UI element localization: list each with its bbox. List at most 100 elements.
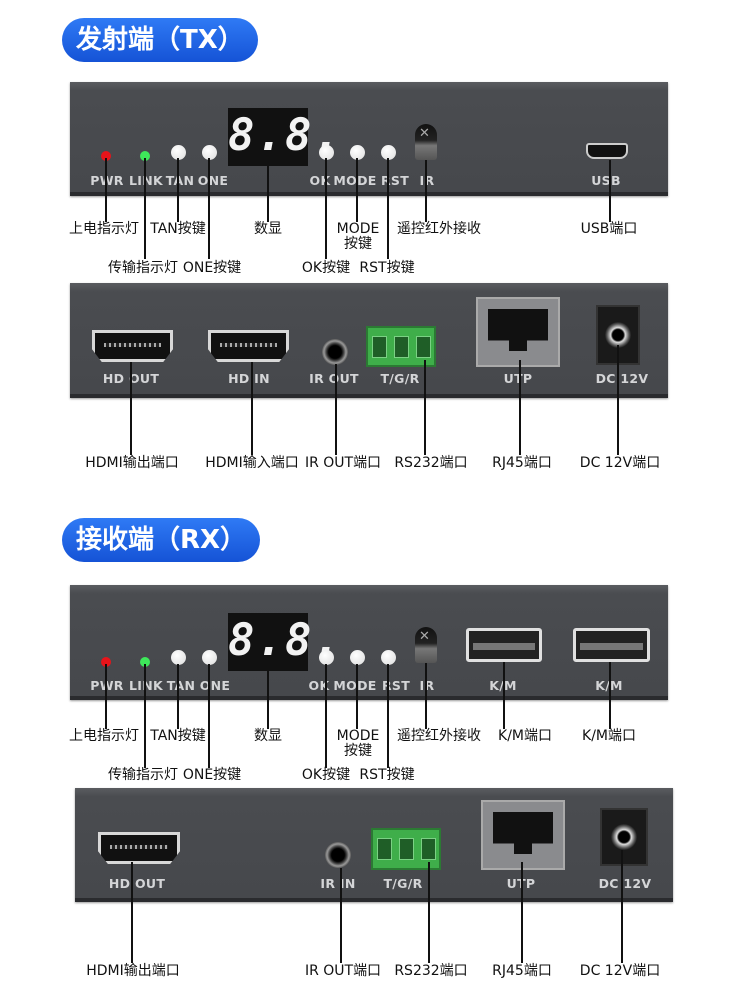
panel-label: USB — [591, 173, 621, 188]
leader-line — [177, 664, 179, 729]
leader-line — [105, 158, 107, 222]
leader-line — [503, 662, 505, 729]
ir-out-jack-icon — [322, 339, 348, 365]
tx-title: 发射端（TX） — [62, 18, 258, 62]
panel-label: UTP — [507, 876, 536, 891]
callout-rst-button: RST按键 — [359, 260, 415, 276]
km-port-2-icon — [573, 628, 650, 662]
leader-line — [617, 345, 619, 455]
leader-line — [208, 664, 210, 768]
rx-front-panel — [70, 585, 668, 700]
panel-label: UTP — [503, 371, 533, 386]
callout-ir-out: IR OUT端口 — [304, 963, 382, 979]
leader-line — [340, 868, 342, 963]
leader-line — [177, 158, 179, 222]
mode-button[interactable] — [350, 145, 365, 160]
callout-mode-line1: MODE — [336, 728, 380, 744]
leader-line — [519, 360, 521, 455]
leader-line — [425, 160, 427, 222]
panel-label: HD IN — [228, 371, 270, 386]
km-port-1-icon — [466, 628, 542, 662]
panel-label: RST — [380, 173, 410, 188]
callout-ir-receiver: 遥控红外接收 — [397, 221, 481, 237]
panel-label: ONE — [197, 173, 229, 188]
leader-line — [325, 664, 327, 768]
panel-label: IR IN — [320, 876, 356, 891]
rst-button[interactable] — [381, 145, 396, 160]
mode-button[interactable] — [350, 650, 365, 665]
callout-hdmi-out: HDMI输出端口 — [85, 455, 179, 471]
panel-label: OK — [309, 173, 331, 188]
callout-rst-button: RST按键 — [359, 767, 415, 783]
panel-label: IR OUT — [309, 371, 359, 386]
digit-display: 8.8. — [228, 108, 340, 166]
hdmi-in-port-icon — [208, 330, 289, 362]
callout-link-led: 传输指示灯 — [108, 767, 178, 783]
ir-in-jack-icon — [325, 842, 351, 868]
callout-km-port-2: K/M端口 — [582, 728, 636, 744]
leader-line — [424, 360, 426, 455]
callout-mode-line2: 按键 — [343, 236, 372, 252]
panel-label: IR — [419, 173, 435, 188]
callout-dc: DC 12V端口 — [579, 455, 661, 471]
link-led-icon — [140, 151, 150, 161]
panel-label: HD OUT — [108, 876, 166, 891]
one-button[interactable] — [202, 650, 217, 665]
leader-line — [208, 158, 210, 259]
digit-display: 8.8. — [228, 613, 340, 671]
panel-label: MODE — [333, 173, 377, 188]
leader-line — [428, 862, 430, 963]
callout-one-button: ONE按键 — [182, 260, 242, 276]
link-led-icon — [140, 657, 150, 667]
panel-label: DC 12V — [598, 876, 652, 891]
ok-button[interactable] — [319, 650, 334, 665]
rj45-port-icon — [481, 800, 565, 870]
ok-button[interactable] — [319, 145, 334, 160]
one-button[interactable] — [202, 145, 217, 160]
hdmi-out-port-icon — [98, 832, 180, 864]
callout-one-button: ONE按键 — [182, 767, 242, 783]
tan-button[interactable] — [171, 145, 186, 160]
leader-line — [425, 663, 427, 729]
rx-title: 接收端（RX） — [62, 518, 261, 562]
leader-line — [356, 664, 358, 729]
callout-tan-button: TAN按键 — [150, 728, 206, 744]
callout-ir-out: IR OUT端口 — [304, 455, 382, 471]
leader-line — [131, 862, 133, 963]
callout-km-port-1: K/M端口 — [498, 728, 552, 744]
callout-mode-line1: MODE — [336, 221, 380, 237]
leader-line — [335, 364, 337, 455]
callout-tan-button: TAN按键 — [150, 221, 206, 237]
callout-power-led: 上电指示灯 — [69, 221, 139, 237]
callout-ok-button: OK按键 — [301, 767, 351, 783]
leader-line — [609, 160, 611, 222]
tx-front-panel — [70, 82, 668, 196]
power-led-icon — [101, 151, 111, 161]
rst-button[interactable] — [381, 650, 396, 665]
callout-rs232: RS232端口 — [394, 455, 468, 471]
panel-label: OK — [308, 678, 330, 693]
callout-ok-button: OK按键 — [301, 260, 351, 276]
leader-line — [609, 662, 611, 729]
panel-label: K/M — [595, 678, 623, 693]
callout-dc: DC 12V端口 — [579, 963, 661, 979]
panel-label: DC 12V — [595, 371, 649, 386]
leader-line — [387, 664, 389, 768]
ir-receiver-icon — [415, 627, 437, 663]
leader-line — [251, 362, 253, 455]
callout-hdmi-out: HDMI输出端口 — [86, 963, 180, 979]
power-led-icon — [101, 657, 111, 667]
leader-line — [325, 158, 327, 259]
rj45-port-icon — [476, 297, 560, 367]
ir-receiver-icon — [415, 124, 437, 160]
callout-mode-line2: 按键 — [343, 743, 372, 759]
callout-link-led: 传输指示灯 — [108, 260, 178, 276]
leader-line — [521, 862, 523, 963]
leader-line — [267, 165, 269, 222]
panel-label: TAN — [165, 173, 195, 188]
tan-button[interactable] — [171, 650, 186, 665]
callout-display: 数显 — [254, 728, 282, 744]
